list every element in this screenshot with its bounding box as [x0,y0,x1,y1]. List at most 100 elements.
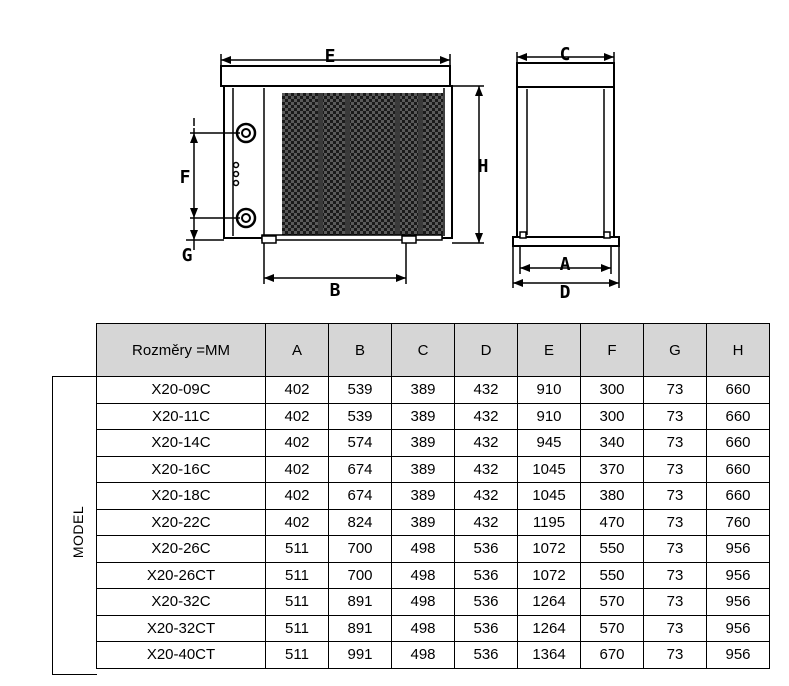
dimension-cell: 700 [328,561,392,589]
dimension-cell: 73 [643,535,707,563]
dimension-cell: 380 [580,482,644,510]
dimension-cell: 511 [265,588,329,616]
dimension-cell: 910 [517,376,581,404]
dimension-cell: 670 [580,641,644,669]
dimension-cell: 660 [706,376,770,404]
dimension-cell: 73 [643,376,707,404]
header-a: A [265,323,329,377]
dimension-cell: 511 [265,614,329,642]
dimension-cell: 824 [328,508,392,536]
dimension-cell: 891 [328,614,392,642]
dimension-cell: 1364 [517,641,581,669]
side-dimensions [512,52,620,288]
dimension-cell: 402 [265,508,329,536]
dimension-cell: 956 [706,641,770,669]
dimension-cell: 432 [454,376,518,404]
dimension-cell: 498 [391,535,455,563]
label-b: B [330,280,341,301]
side-view [512,62,620,247]
dimension-cell: 389 [391,429,455,457]
model-name-cell: X20-26CT [96,561,266,589]
dimension-cell: 300 [580,376,644,404]
dimension-cell: 570 [580,588,644,616]
dimension-cell: 498 [391,561,455,589]
dimension-cell: 389 [391,482,455,510]
label-h: H [478,156,489,177]
dimension-cell: 300 [580,402,644,430]
dimension-cell: 536 [454,535,518,563]
dimension-cell: 1072 [517,561,581,589]
front-dimensions [186,54,484,284]
dimension-cell: 570 [580,614,644,642]
header-b: B [328,323,392,377]
dimension-cell: 389 [391,376,455,404]
dimension-cell: 1045 [517,482,581,510]
dimension-cell: 536 [454,588,518,616]
dimension-cell: 700 [328,535,392,563]
label-c: C [560,44,571,65]
dimension-diagram: E H F G B C A D [180,44,620,303]
header-dimensions-mm: Rozměry =MM [96,323,266,377]
dimension-cell: 660 [706,429,770,457]
dimension-cell: 73 [643,429,707,457]
dimension-cell: 389 [391,402,455,430]
label-a: A [560,254,571,275]
model-name-cell: X20-14C [96,429,266,457]
dimension-cell: 370 [580,455,644,483]
dimension-cell: 536 [454,561,518,589]
dimension-cell: 1072 [517,535,581,563]
dimension-cell: 660 [706,482,770,510]
dimension-cell: 73 [643,614,707,642]
dimension-cell: 1264 [517,614,581,642]
dimension-cell: 73 [643,482,707,510]
header-d: D [454,323,518,377]
dimension-cell: 498 [391,614,455,642]
dimension-cell: 891 [328,588,392,616]
dimension-cell: 760 [706,508,770,536]
dimension-cell: 73 [643,588,707,616]
dimension-cell: 389 [391,508,455,536]
grille-panel [282,93,443,238]
dimension-cell: 402 [265,429,329,457]
header-g: G [643,323,707,377]
dimension-cell: 1195 [517,508,581,536]
dimension-cell: 470 [580,508,644,536]
dimension-cell: 73 [643,561,707,589]
dimension-cell: 402 [265,376,329,404]
model-name-cell: X20-22C [96,508,266,536]
label-f: F [180,167,191,188]
dimension-cell: 432 [454,429,518,457]
model-name-cell: X20-16C [96,455,266,483]
dimension-cell: 956 [706,535,770,563]
dimension-cell: 574 [328,429,392,457]
dimension-cell: 340 [580,429,644,457]
model-side-label: MODEL [70,505,86,559]
dimension-cell: 910 [517,402,581,430]
model-name-cell: X20-32CT [96,614,266,642]
dimension-cell: 73 [643,402,707,430]
table-header-row: Rozměry =MM A B C D E F G H [96,323,770,377]
dimension-cell: 991 [328,641,392,669]
dimension-cell: 945 [517,429,581,457]
dimension-cell: 539 [328,402,392,430]
dimension-cell: 73 [643,508,707,536]
model-name-cell: X20-40CT [96,641,266,669]
label-e: E [325,46,336,67]
dimension-cell: 956 [706,561,770,589]
model-name-cell: X20-09C [96,376,266,404]
header-e: E [517,323,581,377]
dimension-cell: 402 [265,402,329,430]
dimension-cell: 536 [454,641,518,669]
dimension-cell: 1264 [517,588,581,616]
dimension-cell: 539 [328,376,392,404]
